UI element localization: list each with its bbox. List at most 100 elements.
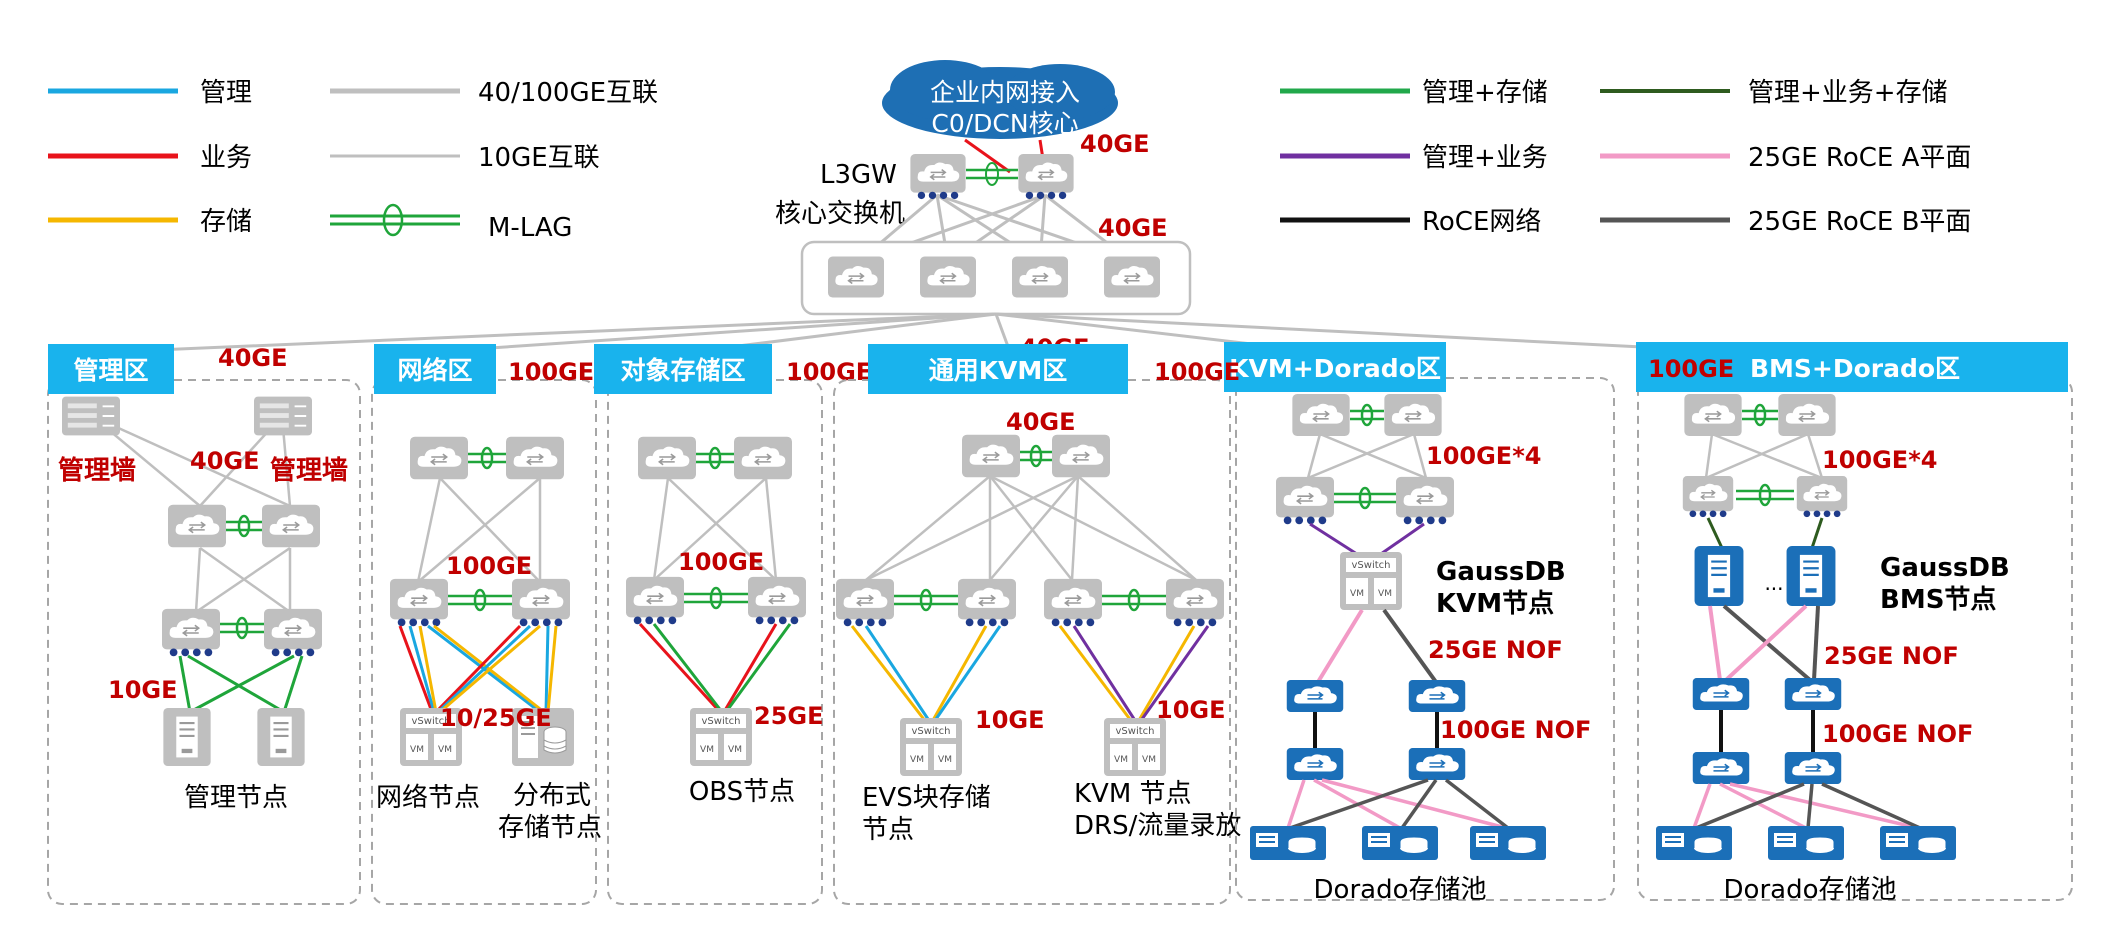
- kvm-dorado-nof-switch-b: [1408, 748, 1466, 780]
- obs-access-switch-left: [626, 576, 684, 626]
- kvm-dorado-nof100: 100GE NOF: [1440, 716, 1591, 744]
- kvm-dorado-nof-switch-a: [1286, 748, 1344, 780]
- mgmt-node-label: 管理节点: [184, 783, 288, 813]
- legend-swatch-mlag: [330, 203, 460, 237]
- bms-dorado-uplink-speed: 100GE: [1648, 355, 1734, 383]
- l3gw-switch-right: [1018, 154, 1074, 200]
- legend: 管理 业务 存储 40/100GE互联 10GE互联 M-LAG 管理+存储 管…: [48, 78, 1971, 243]
- mgmt-access-switch-right: [264, 608, 322, 658]
- obs-agg-switch-left: [638, 436, 696, 480]
- kvm-node-label-2: DRS/流量录放: [1074, 811, 1241, 841]
- kvm-vswitch-label: vSwitch: [1116, 726, 1155, 737]
- mgmt-access-switch-left: [162, 608, 220, 658]
- evs-vm-2: VM: [938, 755, 952, 765]
- evs-vm-1: VM: [910, 755, 924, 765]
- legend-mgmt-storage: 管理+存储: [1422, 78, 1548, 108]
- mgmt-node-server-2: [256, 708, 306, 766]
- core-switch-3: [1012, 255, 1068, 299]
- kvm-top-speed: 40GE: [1006, 408, 1076, 436]
- gaussdb-bms-label-2: BMS节点: [1880, 584, 1996, 615]
- legend-mgmt-biz-storage: 管理+业务+存储: [1748, 78, 1948, 108]
- bms-dorado-storage-1: [1656, 826, 1732, 860]
- evs-speed: 10GE: [975, 706, 1045, 734]
- kvm-dorado-nof25: 25GE NOF: [1428, 636, 1563, 664]
- obs-vm-2: VM: [728, 745, 742, 755]
- kvm-dorado-pool-label: Dorado存储池: [1314, 875, 1487, 905]
- legend-business: 业务: [200, 143, 252, 173]
- gaussdb-kvm-label-2: KVM节点: [1436, 588, 1554, 619]
- bms-dorado-nof100: 100GE NOF: [1822, 720, 1973, 748]
- storage-node-label-2: 存储节点: [498, 813, 602, 843]
- kvm-dorado-mid-speed: 100GE*4: [1426, 442, 1541, 470]
- bms-dorado-access-switch-right: [1796, 476, 1848, 518]
- zone-title-kvm: 通用KVM区: [929, 356, 1068, 385]
- zone-header-net: [374, 344, 496, 394]
- mgmt-agg-switch-right: [262, 504, 320, 548]
- net-agg-switch-right: [506, 436, 564, 480]
- zone-header-bms-dorado: [1636, 342, 2068, 392]
- kvm-dorado-agg-switch-left: [1292, 394, 1350, 436]
- net-mid-speed: 100GE: [446, 552, 532, 580]
- mgmt-down-speed: 10GE: [108, 676, 178, 704]
- intranet-cloud: 企业内网接入 C0/DCN核心: [882, 60, 1118, 139]
- legend-40-100ge: 40/100GE互联: [478, 78, 658, 108]
- mgmt-fw-label-left: 管理墙: [58, 456, 136, 486]
- zone-header-obs: [594, 344, 772, 394]
- net-vswitch-label: vSwitch: [412, 716, 451, 727]
- zone-title-obs: 对象存储区: [620, 356, 745, 385]
- gaussdb-kvm-vm-1: VM: [1350, 589, 1364, 599]
- l3gw-label: L3GW: [820, 160, 897, 190]
- gaussdb-kvm-label-1: GaussDB: [1436, 557, 1566, 587]
- legend-mlag: M-LAG: [488, 213, 572, 243]
- mgmt-uplink-speed: 40GE: [218, 344, 288, 372]
- bms-dorado-storage-3: [1880, 826, 1956, 860]
- core-network: 企业内网接入 C0/DCN核心 40GE L3GW 核心交换机 40GE: [109, 60, 1741, 362]
- bms-dorado-mid-speed: 100GE*4: [1822, 446, 1937, 474]
- core-switch-label: 核心交换机: [775, 199, 905, 229]
- mgmt-agg-switch-left: [168, 504, 226, 548]
- kvm-dorado-storage-3: [1470, 826, 1546, 860]
- legend-10ge: 10GE互联: [478, 143, 600, 173]
- cloud-line-1: 企业内网接入: [930, 78, 1080, 107]
- kvm-vm-2: VM: [1142, 755, 1156, 765]
- bms-dorado-storage-2: [1768, 826, 1844, 860]
- zone-title-kvm-dorado: KVM+Dorado区: [1229, 354, 1441, 383]
- obs-access-switch-right: [748, 576, 806, 626]
- zone-bms-dorado: 100GE BMS+Dorado区 100GE*4 ... GaussDB BM…: [1636, 342, 2073, 905]
- kvm-dorado-agg-switch-right: [1384, 394, 1442, 436]
- kvm-agg-switch-left: [962, 434, 1020, 478]
- kvm-dorado-access-switch-right: [1396, 476, 1454, 526]
- mgmt-fw-label-right: 管理墙: [270, 456, 348, 486]
- bms-dorado-nof25: 25GE NOF: [1824, 642, 1959, 670]
- core-switch-4: [1104, 255, 1160, 299]
- obs-uplink-speed: 100GE: [786, 358, 872, 386]
- zone-management: 管理区 40GE 管理墙 管理墙 40GE: [47, 344, 361, 905]
- core-speed-mid: 40GE: [1098, 214, 1168, 242]
- legend-roce-b: 25GE RoCE B平面: [1748, 207, 1971, 237]
- net-node-label: 网络节点: [376, 783, 480, 813]
- gaussdb-bms-label-1: GaussDB: [1880, 553, 2010, 583]
- obs-vswitch-label: vSwitch: [702, 716, 741, 727]
- kvm-evs-switch-right: [958, 578, 1016, 628]
- kvm-node-switch-left: [1044, 578, 1102, 628]
- kvm-node-speed: 10GE: [1156, 696, 1226, 724]
- kvm-dorado-access-switch-left: [1276, 476, 1334, 526]
- storage-node-label-1: 分布式: [513, 781, 591, 811]
- l3gw-switch-left: [910, 154, 966, 200]
- legend-mgmt-business: 管理+业务: [1422, 143, 1548, 173]
- kvm-vm-1: VM: [1114, 755, 1128, 765]
- zone-header-mgmt: [48, 344, 174, 394]
- zone-kvm-dorado: KVM+Dorado区 100GE 100GE*4 vSwitch VM VM: [1154, 342, 1615, 905]
- zone-object-storage: 对象存储区 100GE 100GE vSwitch VM V: [594, 344, 872, 905]
- net-down-speed: 10/25GE: [440, 704, 552, 732]
- legend-roce-a: 25GE RoCE A平面: [1748, 143, 1971, 173]
- bms-dorado-roce-switch-b: [1784, 678, 1842, 710]
- legend-storage: 存储: [200, 207, 252, 237]
- net-vm-2: VM: [438, 745, 452, 755]
- core-mlag-link: [966, 162, 1018, 186]
- obs-down-speed: 25GE: [754, 702, 824, 730]
- zone-network: 网络区 100GE 100GE: [371, 344, 602, 905]
- obs-mid-speed: 100GE: [678, 548, 764, 576]
- bms-dorado-agg-switch-left: [1684, 394, 1742, 436]
- bms-dorado-nof-switch-b: [1784, 752, 1842, 784]
